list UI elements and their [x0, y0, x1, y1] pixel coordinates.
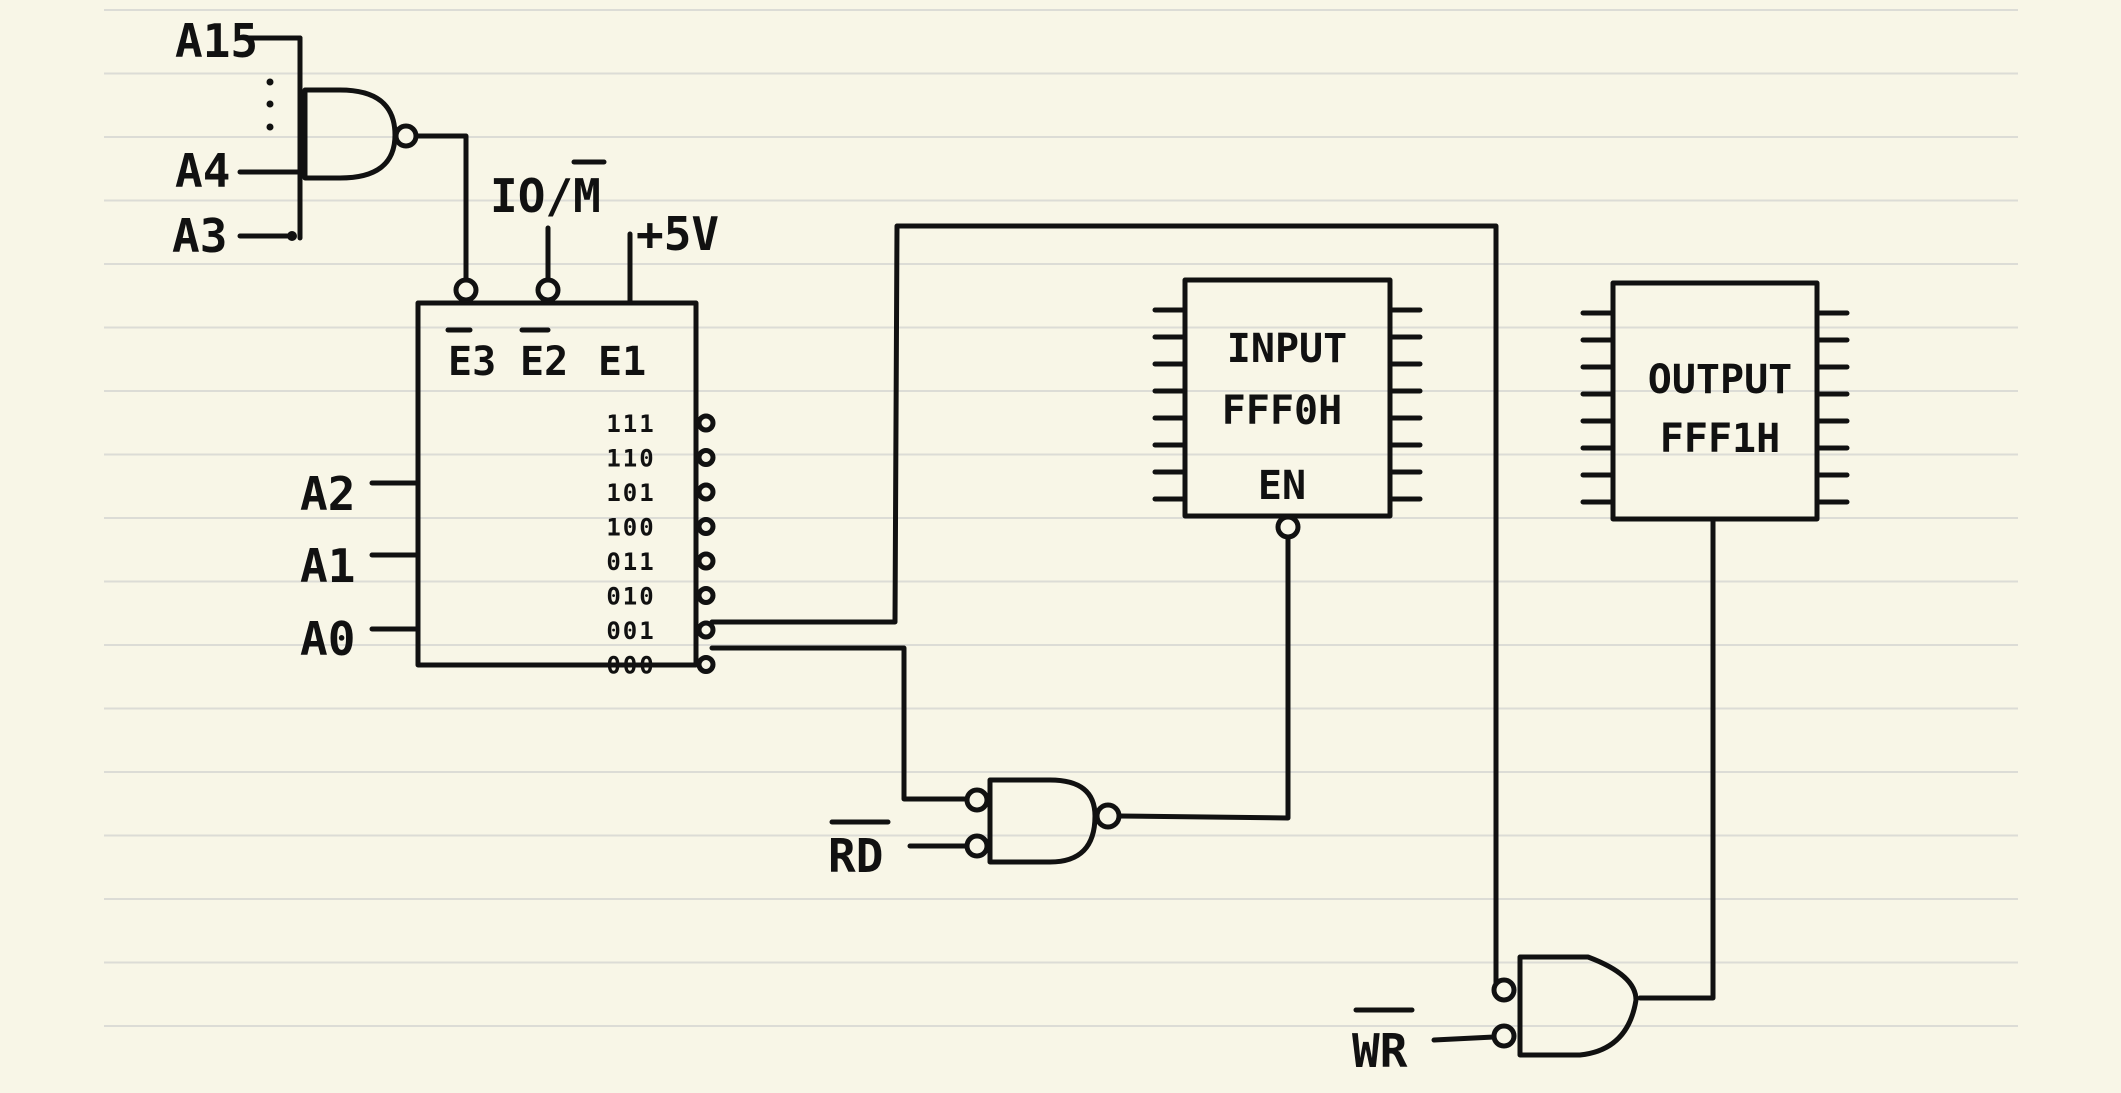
- address-nand-gate: [237, 35, 419, 241]
- decoder-output-code: 110: [606, 445, 655, 473]
- inversion-bubble: [393, 123, 419, 149]
- decoder-output-code: 100: [606, 514, 655, 542]
- label-a3: A3: [172, 209, 227, 263]
- label-wr: WR: [1352, 1024, 1408, 1078]
- input-port-enable: EN: [1258, 463, 1306, 509]
- input-port-address: FFF0H: [1222, 388, 1342, 434]
- output-bubble: [696, 586, 716, 605]
- wire-001-to-wr-gate: [709, 223, 1499, 987]
- label-a15: A15: [175, 14, 258, 68]
- wire-000-to-rd-gate: [709, 645, 970, 802]
- rd-gate-body: [987, 777, 1098, 865]
- label-io-m: IO/M: [490, 169, 601, 223]
- output-bubble: [696, 448, 716, 467]
- output-bubble: [696, 413, 716, 433]
- label-rd: RD: [828, 829, 883, 883]
- input-port-chip: [1152, 277, 1423, 540]
- output-bubble: [696, 620, 716, 640]
- output-port-address: FFF1H: [1660, 416, 1780, 462]
- enable-e3: E3: [448, 339, 496, 385]
- decoder-output-codes: 111 110 101 100 011 010 001 000: [606, 410, 655, 680]
- label-a1: A1: [300, 539, 355, 593]
- label-a4: A4: [175, 144, 230, 198]
- output-port-name: OUTPUT: [1648, 357, 1793, 403]
- decoder-output-code: 101: [606, 479, 655, 507]
- decoder-chip: [369, 225, 716, 674]
- e3-bubble: [453, 277, 479, 303]
- decoder-output-bubbles: [696, 413, 716, 674]
- rd-nand-gate: [907, 777, 1122, 865]
- input-port-name: INPUT: [1227, 326, 1347, 372]
- output-bubble: [696, 517, 716, 536]
- enable-e1: E1: [598, 339, 646, 385]
- wire-nand-to-e3: [413, 133, 469, 283]
- wire-rd-gate-to-en: [1116, 535, 1291, 821]
- e2-bubble: [535, 277, 561, 303]
- notebook-rules: [104, 9, 2018, 1027]
- output-bubble: [696, 655, 716, 674]
- output-bubble: [696, 482, 716, 502]
- output-bubble: [696, 551, 716, 571]
- decoder-output-code: 010: [606, 583, 655, 611]
- decoder-output-code: 000: [606, 652, 655, 680]
- decoder-output-code: 001: [606, 617, 655, 645]
- wr-gate-body: [1517, 954, 1639, 1058]
- decoder-output-code: 011: [606, 548, 655, 576]
- nand-body: [302, 87, 398, 181]
- en-bubble: [1275, 514, 1301, 540]
- wr-nand-gate: [1431, 954, 1639, 1058]
- decoder-output-code: 111: [606, 410, 655, 438]
- enable-e2: E2: [520, 339, 568, 385]
- label-a0: A0: [300, 612, 355, 666]
- label-a2: A2: [300, 467, 355, 521]
- label-vcc: +5V: [636, 207, 719, 261]
- junction-dot: [287, 231, 297, 241]
- wire-wr-gate-to-output: [1637, 516, 1716, 1001]
